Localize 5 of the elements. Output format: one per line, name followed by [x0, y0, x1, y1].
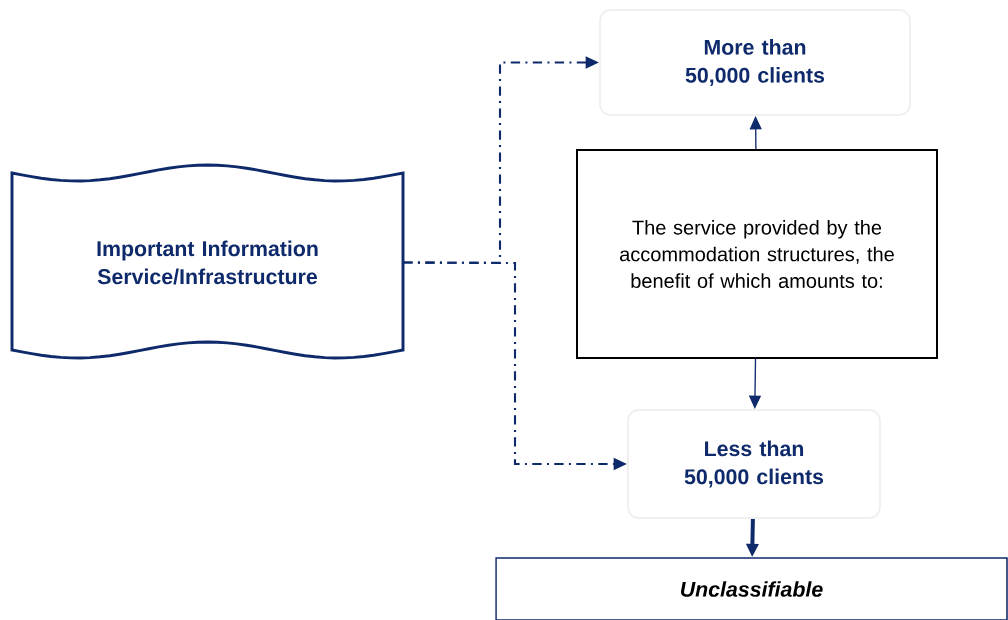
- category-box: Unclassifiable: [495, 557, 1008, 620]
- result-box: More than 50,000 clients: [599, 9, 911, 116]
- description-box: The service provided by the accommodation structures, the benefit of which amounts to:: [576, 149, 938, 359]
- result-box: Less than 50,000 clients: [627, 409, 881, 519]
- arrow: [749, 116, 762, 150]
